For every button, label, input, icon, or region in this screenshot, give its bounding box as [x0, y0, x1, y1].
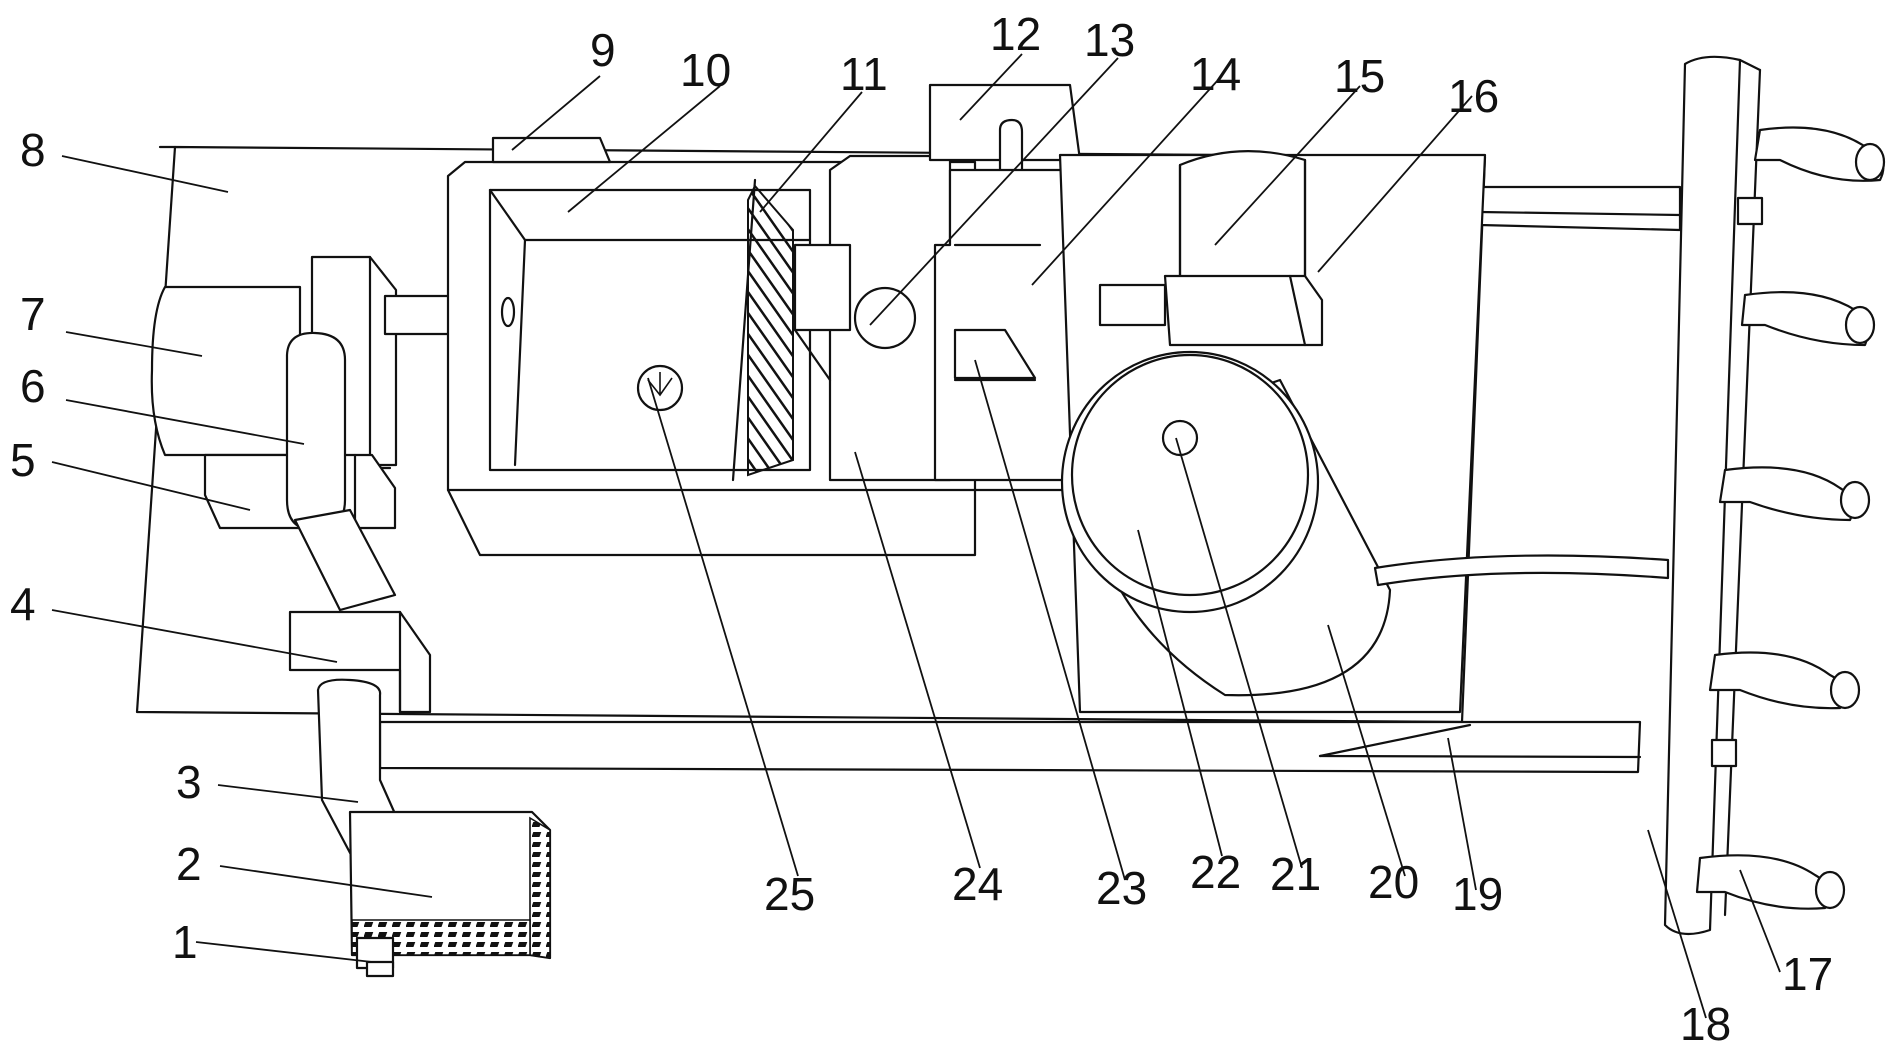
- part-label-20: 20: [1368, 856, 1419, 908]
- bracket-16: [1098, 274, 1324, 347]
- part-label-1: 1: [172, 916, 198, 968]
- hooks-17: [1695, 126, 1886, 910]
- part-label-13: 13: [1084, 14, 1135, 66]
- belt: [1373, 554, 1670, 587]
- bolt: [1710, 738, 1738, 768]
- vertical-pipe-upper: [285, 331, 397, 612]
- part-label-5: 5: [10, 434, 36, 486]
- lower-rail: [378, 720, 1642, 774]
- part-label-12: 12: [990, 8, 1041, 60]
- knob-13: [853, 286, 917, 350]
- filter-box-2: [348, 810, 552, 960]
- motor-7: [150, 285, 302, 457]
- part-label-11: 11: [840, 48, 888, 100]
- hub-21: [1161, 419, 1199, 457]
- part-label-15: 15: [1334, 50, 1385, 102]
- part-labels: 1 2 3 4 5 6 7 8 9 10 11 12 13 14 15 16 1…: [10, 8, 1833, 1050]
- part-label-9: 9: [590, 24, 616, 76]
- hook: [1695, 854, 1846, 910]
- part-label-3: 3: [176, 756, 202, 808]
- hook: [1740, 291, 1876, 347]
- part-label-10: 10: [680, 44, 731, 96]
- pulley-22: [1060, 350, 1320, 614]
- coupling-4: [288, 610, 432, 714]
- part-label-6: 6: [20, 360, 46, 412]
- bolt: [1736, 196, 1764, 226]
- hook: [1718, 466, 1871, 522]
- part-label-24: 24: [952, 858, 1003, 910]
- top-plate-9: [491, 136, 612, 164]
- hook: [1753, 126, 1886, 182]
- part-label-17: 17: [1782, 948, 1833, 1000]
- hook: [1708, 651, 1861, 710]
- part-label-4: 4: [10, 578, 36, 630]
- part-label-14: 14: [1190, 48, 1241, 100]
- inlet-1: [355, 936, 395, 978]
- valve-25: [636, 364, 684, 412]
- part-label-7: 7: [20, 288, 46, 340]
- part-label-25: 25: [764, 868, 815, 920]
- column-14: [933, 168, 1082, 482]
- part-label-22: 22: [1190, 846, 1241, 898]
- leader-lines: [51, 53, 1781, 1019]
- part-label-2: 2: [176, 838, 202, 890]
- filter-screen-11: [731, 178, 794, 482]
- upper-rail: [1478, 185, 1682, 232]
- part-label-23: 23: [1096, 862, 1147, 914]
- part-label-18: 18: [1680, 998, 1731, 1050]
- part-label-16: 16: [1448, 70, 1499, 122]
- part-label-8: 8: [20, 124, 46, 176]
- part-label-19: 19: [1452, 868, 1503, 920]
- part-label-21: 21: [1270, 848, 1321, 900]
